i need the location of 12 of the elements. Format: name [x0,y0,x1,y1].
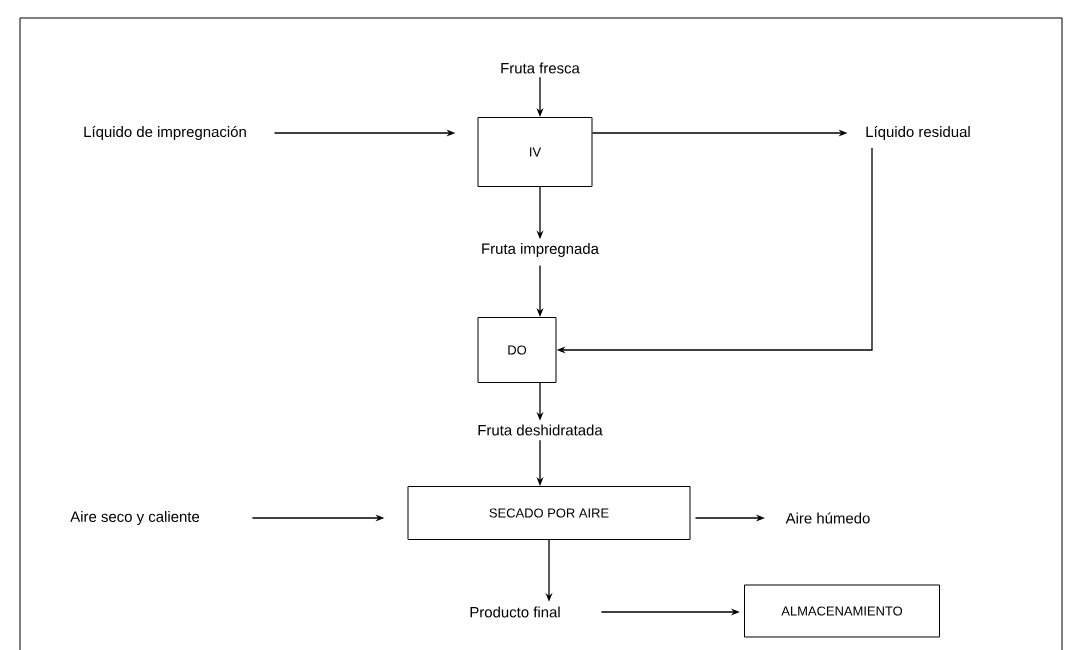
stream-label: Fruta fresca [501,62,580,74]
process-box: SECADO POR AIRE [407,486,691,540]
process-box: IV [477,117,593,187]
stream-label: Producto final [470,606,560,618]
stream-label: Aire seco y caliente [70,511,200,525]
stream-label: Fruta impregnada [482,243,599,257]
stream-label: Líquido residual [866,125,970,141]
stream-label: Fruta deshidratada [478,424,603,436]
process-box: ALMACENAMIENTO [744,584,940,638]
process-box: DO [477,317,557,383]
stream-label: Aire húmedo [785,512,870,524]
stream-label: Líquido de impregnación [84,125,246,141]
